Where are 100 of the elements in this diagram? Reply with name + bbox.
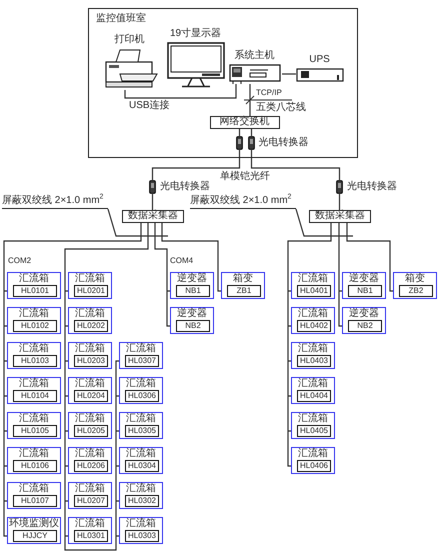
- device-heading: 汇流箱: [19, 378, 49, 389]
- room-title: 监控值班室: [96, 13, 146, 25]
- device-heading: 汇流箱: [19, 483, 49, 494]
- device-id-tag: HL0301: [74, 530, 108, 542]
- equipment-box: 数据采集器: [122, 210, 184, 223]
- device-label: 光电转换器: [160, 181, 210, 193]
- device-heading: 汇流箱: [75, 413, 105, 424]
- device-label: 19寸显示器: [170, 28, 222, 40]
- protocol-label: TCP/IP: [256, 88, 282, 98]
- leader-line: [107, 208, 168, 237]
- device-heading: 汇流箱: [75, 518, 105, 529]
- device-id-tag: HL0203: [74, 355, 108, 367]
- device-box: [68, 447, 112, 474]
- device-id-tag: NB1: [176, 285, 210, 297]
- device-id-tag: HL0104: [13, 390, 57, 402]
- device-heading: 汇流箱: [126, 343, 156, 354]
- cable-annotation: 屏蔽双绞线 2×1.0 mm$^{2}$: [2, 194, 108, 209]
- device-id-tag: HL0406: [297, 460, 331, 472]
- device-heading: 箱变: [233, 273, 253, 284]
- device-heading: 汇流箱: [75, 308, 105, 319]
- cable-annotation: 屏蔽双绞线 2×1.0 mm$^{2}$: [190, 194, 296, 209]
- room-frame: [88, 8, 358, 158]
- device-box: [221, 272, 265, 299]
- equipment-box: 网络交换机: [210, 116, 280, 128]
- bus-line: [154, 222, 171, 327]
- device-heading: 逆变器: [177, 308, 207, 319]
- bus-line: [346, 223, 393, 292]
- device-heading: 汇流箱: [126, 413, 156, 424]
- device-heading: 汇流箱: [19, 308, 49, 319]
- converter-icon: [336, 180, 343, 194]
- device-heading: 汇流箱: [75, 343, 105, 354]
- device-id-tag: HL0106: [13, 460, 57, 472]
- device-id-tag: NB2: [176, 320, 210, 332]
- device-id-tag: HL0306: [125, 390, 159, 402]
- device-box: [291, 342, 335, 369]
- device-heading: 汇流箱: [298, 448, 328, 459]
- device-heading: 汇流箱: [19, 413, 49, 424]
- device-box: [291, 412, 335, 439]
- device-heading: 汇流箱: [75, 378, 105, 389]
- device-box: [342, 307, 386, 334]
- device-box: [68, 307, 112, 334]
- device-id-tag: HL0103: [13, 355, 57, 367]
- device-id-tag: ZB2: [399, 285, 433, 297]
- device-box: [7, 342, 61, 369]
- device-heading: 环境监测仪: [9, 518, 59, 529]
- connector-line: [249, 84, 251, 116]
- device-id-tag: HL0206: [74, 460, 108, 472]
- device-box: [7, 447, 61, 474]
- connector-line: [282, 73, 296, 75]
- device-heading: 逆变器: [349, 308, 379, 319]
- device-id-tag: HL0207: [74, 495, 108, 507]
- device-heading: 汇流箱: [75, 448, 105, 459]
- device-box: [68, 517, 112, 544]
- connector-line: [250, 150, 340, 180]
- device-heading: 汇流箱: [298, 273, 328, 284]
- device-id-tag: HL0401: [297, 285, 331, 297]
- device-id-tag: HL0204: [74, 390, 108, 402]
- equipment-box: 数据采集器: [309, 210, 371, 223]
- device-id-tag: NB1: [348, 285, 382, 297]
- device-id-tag: HL0107: [13, 495, 57, 507]
- bus-line: [161, 223, 221, 292]
- device-heading: 箱变: [405, 273, 425, 284]
- device-box: [119, 517, 163, 544]
- device-box: [68, 342, 112, 369]
- bus-line: [64, 222, 149, 551]
- device-id-tag: HL0202: [74, 320, 108, 332]
- device-id-tag: HL0303: [125, 530, 159, 542]
- port-label: COM4: [170, 256, 194, 266]
- device-label: 打印机: [114, 34, 144, 46]
- device-heading: 汇流箱: [126, 448, 156, 459]
- device-label: 系统主机: [234, 50, 274, 62]
- device-box: [119, 412, 163, 439]
- device-id-tag: HL0105: [13, 425, 57, 437]
- device-heading: 逆变器: [349, 273, 379, 284]
- device-box: [68, 272, 112, 299]
- connector-line: [338, 194, 340, 210]
- device-box: [119, 447, 163, 474]
- cable-label: 五类八芯线: [256, 102, 306, 114]
- device-id-tag: NB2: [348, 320, 382, 332]
- device-box: [68, 412, 112, 439]
- device-heading: 汇流箱: [298, 343, 328, 354]
- device-heading: 汇流箱: [126, 518, 156, 529]
- connector-line: [152, 194, 154, 210]
- bus-line: [3, 222, 142, 537]
- bus-line: [287, 222, 332, 467]
- device-id-tag: HL0101: [13, 285, 57, 297]
- device-box: [7, 377, 61, 404]
- device-box: [291, 377, 335, 404]
- device-id-tag: HJJCY: [13, 530, 57, 542]
- device-box: [291, 307, 335, 334]
- converter-icon: [236, 136, 242, 150]
- device-box: [393, 272, 437, 299]
- device-label: 光电转换器: [258, 136, 308, 148]
- device-heading: 汇流箱: [19, 448, 49, 459]
- device-box: [170, 307, 214, 334]
- connector-line: [124, 84, 237, 99]
- bus-line: [338, 222, 343, 327]
- device-id-tag: HL0102: [13, 320, 57, 332]
- cable-label: 单模铠光纤: [220, 171, 270, 183]
- device-heading: 汇流箱: [126, 378, 156, 389]
